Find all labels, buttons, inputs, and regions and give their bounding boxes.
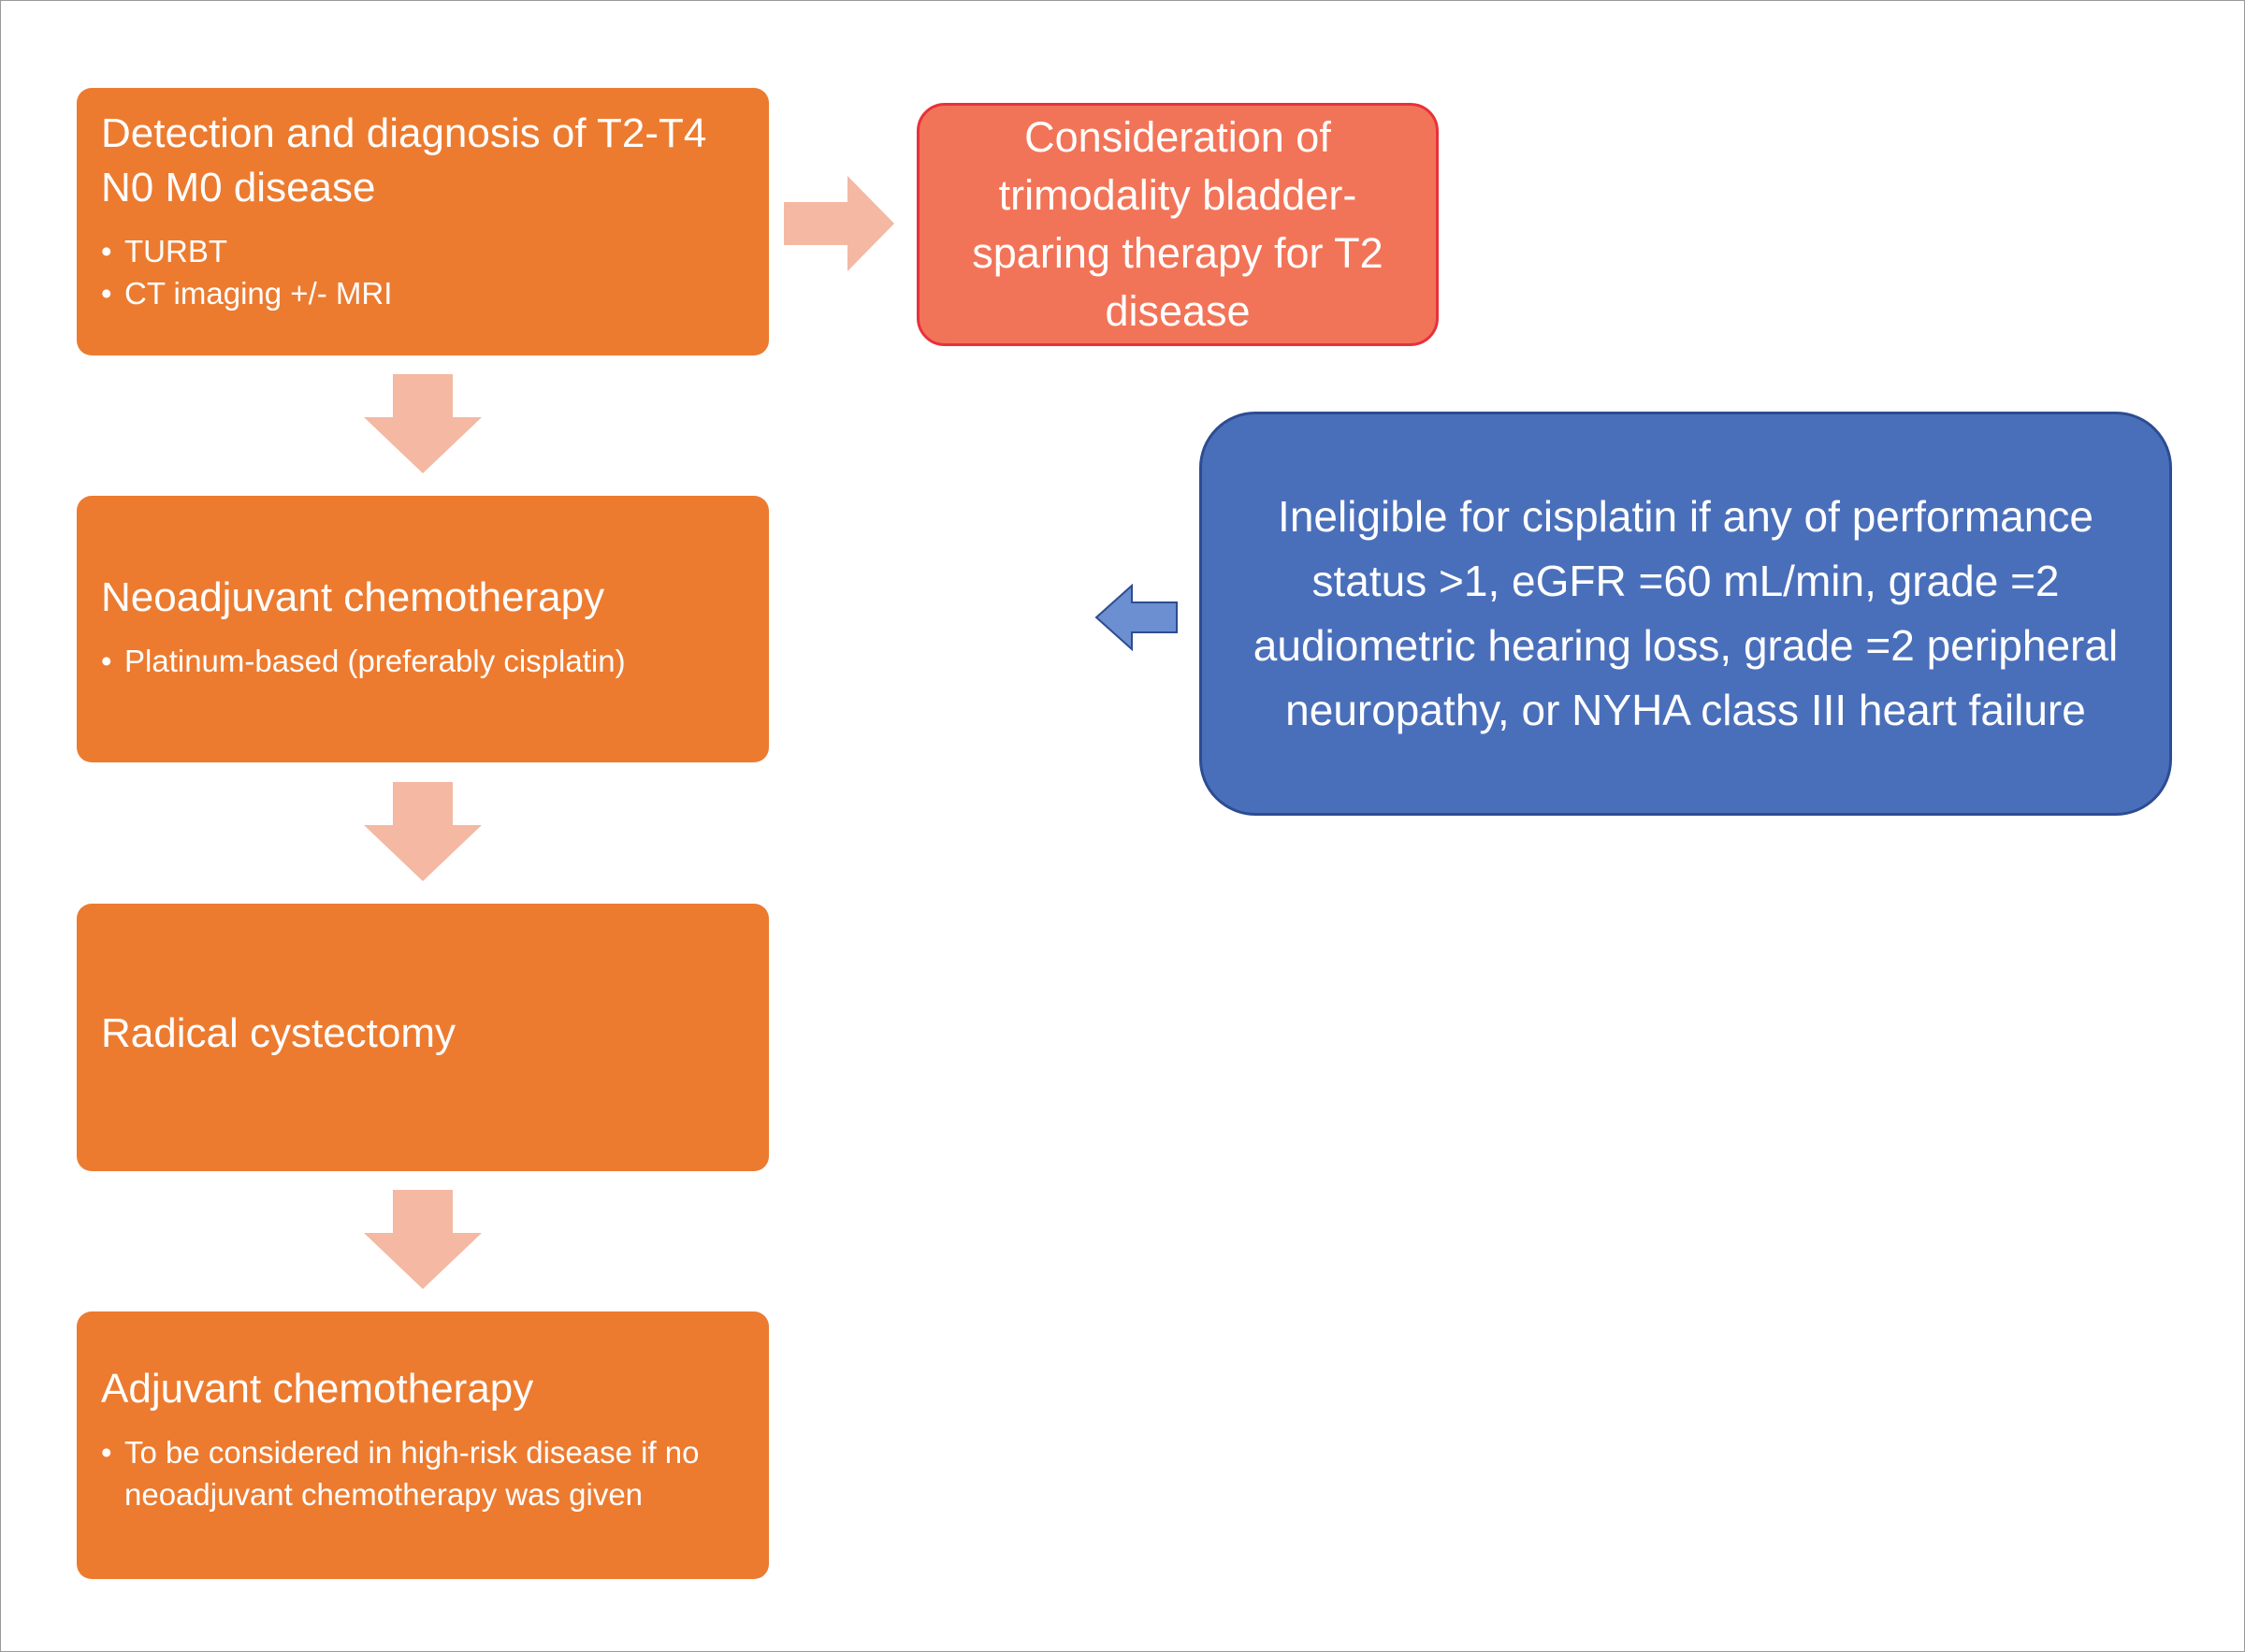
cystectomy-title: Radical cystectomy: [101, 1010, 456, 1056]
adjuvant-title: Adjuvant chemotherapy: [101, 1366, 534, 1412]
adjuvant-bullet-highrisk: To be considered in high-risk disease if…: [101, 1431, 745, 1515]
detection-title: Detection and diagnosis of T2-T4 N0 M0 d…: [101, 110, 707, 210]
adjuvant-bullets: To be considered in high-risk disease if…: [101, 1431, 745, 1515]
neoadjuvant-bullets: Platinum-based (preferably cisplatin): [101, 640, 745, 682]
trimodality-box: Consideration of trimodality bladder-spa…: [917, 103, 1439, 346]
detection-bullets: TURBT CT imaging +/- MRI: [101, 230, 745, 314]
arrow-down-icon: [364, 1190, 482, 1289]
trimodality-title: Consideration of trimodality bladder-spa…: [972, 113, 1383, 335]
neoadjuvant-title: Neoadjuvant chemotherapy: [101, 574, 605, 620]
detection-bullet-turbt: TURBT: [101, 230, 745, 272]
neoadjuvant-bullet-platinum: Platinum-based (preferably cisplatin): [101, 640, 745, 682]
cystectomy-box: Radical cystectomy: [77, 904, 769, 1171]
cisplatin-ineligible-box: Ineligible for cisplatin if any of perfo…: [1199, 412, 2172, 816]
cisplatin-ineligible-title: Ineligible for cisplatin if any of perfo…: [1253, 492, 2119, 734]
arrow-left-icon: [1094, 584, 1178, 651]
arrow-down-icon: [364, 782, 482, 881]
detection-bullet-imaging: CT imaging +/- MRI: [101, 272, 745, 314]
arrow-right-icon: [784, 176, 894, 271]
adjuvant-box: Adjuvant chemotherapy To be considered i…: [77, 1311, 769, 1579]
detection-box: Detection and diagnosis of T2-T4 N0 M0 d…: [77, 88, 769, 355]
neoadjuvant-box: Neoadjuvant chemotherapy Platinum-based …: [77, 496, 769, 762]
arrow-down-icon: [364, 374, 482, 473]
